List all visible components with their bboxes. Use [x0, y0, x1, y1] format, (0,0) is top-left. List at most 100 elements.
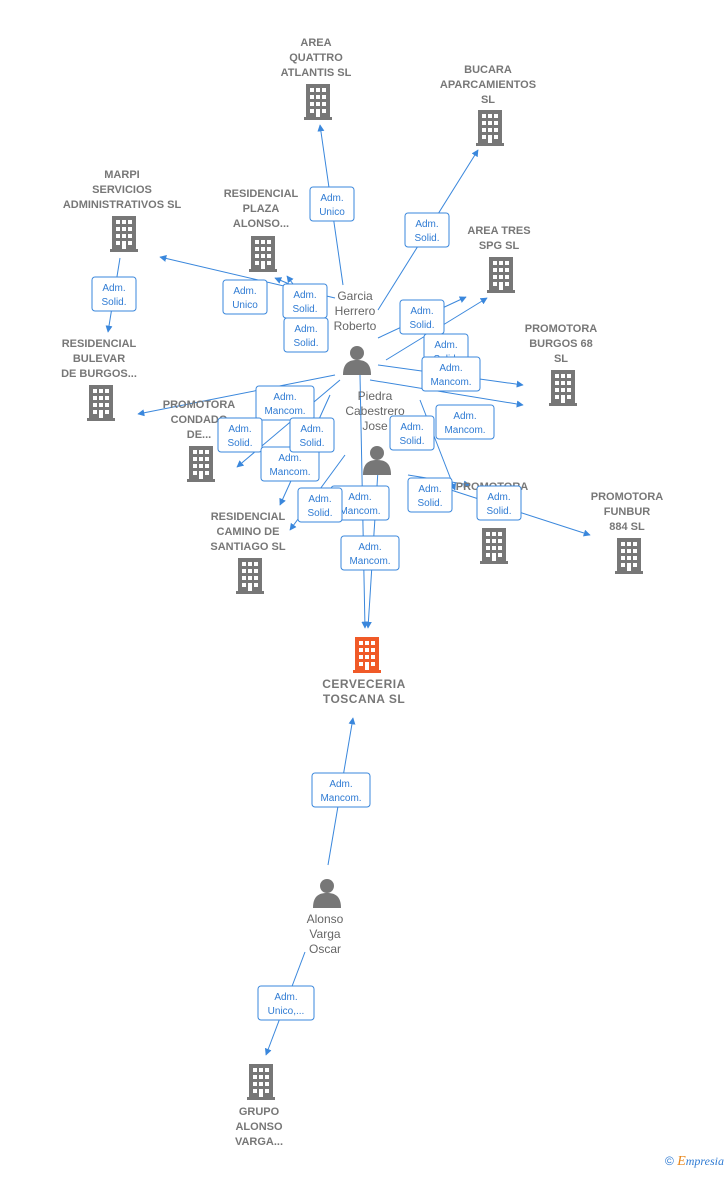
edge-label-text: Adm. [400, 422, 423, 433]
node-label-line: ALONSO... [233, 218, 289, 230]
edge-label-text: Solid. [399, 436, 424, 447]
node-label-line: CONDADO [171, 414, 228, 426]
edge-label-box [255, 385, 315, 421]
node-label-line: SPG SL [479, 240, 520, 252]
edge-label-text: Adm. [348, 492, 371, 503]
copyright-symbol: © [665, 1154, 674, 1168]
building-icon [187, 446, 215, 482]
edge-label-e2[interactable]: Adm. Solid. [404, 212, 450, 248]
edge-label-e22[interactable]: Adm.Solid. [476, 485, 522, 521]
edge-label-box [91, 276, 137, 312]
edge-label-e17[interactable]: Adm.Solid. [297, 487, 343, 523]
node-label-line: BURGOS 68 [529, 338, 593, 350]
node-label-line: Herrero [335, 304, 376, 318]
brand-initial: E [677, 1154, 686, 1169]
edge-label-text: Adm. [329, 779, 352, 790]
connector-line [137, 374, 336, 417]
node-label-line: TOSCANA SL [323, 692, 405, 706]
building-icon [236, 558, 264, 594]
building-icon [249, 236, 277, 272]
node-label-line: SL [554, 353, 568, 365]
edge-label-box [257, 985, 315, 1021]
edge-label-text: Adm. [320, 193, 343, 204]
edge-label-text: Adm. [294, 324, 317, 335]
edge-label-text: Solid. [414, 233, 439, 244]
edge-label-text: Mancom. [349, 556, 390, 567]
node-label-line: ATLANTIS SL [281, 67, 352, 79]
edge-label-text: Adm. [300, 424, 323, 435]
edge-label-e5[interactable]: Adm. Solid. [283, 317, 329, 353]
edge-label-text: Solid. [101, 297, 126, 308]
node-label-line: AREA TRES [467, 225, 530, 237]
edge-label-text: Mancom. [269, 467, 310, 478]
node-label-line: Garcia [337, 289, 373, 303]
edge-label-box [399, 299, 445, 335]
edge-label-text: Solid. [292, 304, 317, 315]
edge-label-text: Solid. [293, 338, 318, 349]
node-label-line: GRUPO [239, 1106, 280, 1118]
node-label-line: Varga [309, 927, 340, 941]
edge-label-e3[interactable]: Adm.Solid. [282, 283, 328, 319]
node-label-line: CAMINO DE [217, 526, 280, 538]
edge-label-box [289, 417, 335, 453]
person-icon [363, 446, 391, 475]
edge-label-e19[interactable]: Adm.Mancom. [340, 535, 400, 571]
edge-label-box [407, 477, 453, 513]
node-label-line: DE BURGOS... [61, 368, 137, 380]
edge-label-e21[interactable]: Adm.Unico,... [257, 985, 315, 1021]
edge-label-text: Unico [319, 207, 345, 218]
building-icon [87, 385, 115, 421]
edge-label-e20[interactable]: Adm.Mancom. [311, 772, 371, 808]
building-icon [476, 110, 504, 146]
edge-label-text: Adm. [273, 392, 296, 403]
edge-label-e18[interactable]: Adm.Solid. [407, 477, 453, 513]
node-label-line: SANTIAGO SL [210, 541, 285, 553]
node-label-line: CERVECERIA [322, 677, 405, 691]
edge-label-box [217, 417, 263, 453]
edge-label-box [283, 317, 329, 353]
edge-label-e1[interactable]: Adm. Unico [309, 186, 355, 222]
building-icon [615, 538, 643, 574]
links-layer [105, 124, 591, 1056]
edge-label-e4[interactable]: Adm.Unico [222, 279, 268, 315]
edge-label-e15[interactable]: Adm.Solid. [289, 417, 335, 453]
edge-label-e10[interactable]: Adm. Mancom. [255, 385, 315, 421]
node-label-line: Piedra [358, 389, 393, 403]
edge-label-box [309, 186, 355, 222]
edge-label-e11[interactable]: Adm.Solid. [217, 417, 263, 453]
node-label-line: BUCARA [464, 64, 512, 76]
edge-label-e6[interactable]: Adm.Solid. [91, 276, 137, 312]
connector-line [419, 399, 456, 491]
edge-label-e9[interactable]: Adm.Mancom. [421, 356, 481, 392]
edge-label-e12[interactable]: Adm.Mancom. [435, 404, 495, 440]
edge-label-text: Solid. [417, 498, 442, 509]
edge-label-text: Solid. [227, 438, 252, 449]
edge-label-e7[interactable]: Adm.Solid. [399, 299, 445, 335]
node-grupo-alonso[interactable]: GRUPOALONSOVARGA... [235, 1064, 283, 1148]
node-label-line: ALONSO [235, 1121, 283, 1133]
edge-label-text: Adm. [415, 219, 438, 230]
edge-label-text: Adm. [434, 340, 457, 351]
node-res-plaza[interactable]: RESIDENCIALPLAZAALONSO... [224, 188, 299, 272]
node-label-line: PROMOTORA [163, 399, 236, 411]
edge-label-text: Adm. [453, 411, 476, 422]
edge-label-e13[interactable]: Adm. Solid. [389, 415, 435, 451]
node-label-line: APARCAMIENTOS [440, 79, 536, 91]
node-prom-condado[interactable]: PROMOTORACONDADODE... [163, 399, 236, 482]
edge-label-text: Mancom. [430, 377, 471, 388]
node-area-tres[interactable]: AREA TRES SPG SL [467, 225, 531, 293]
edge-label-text: Adm. [308, 494, 331, 505]
edge-label-text: Mancom. [264, 406, 305, 417]
